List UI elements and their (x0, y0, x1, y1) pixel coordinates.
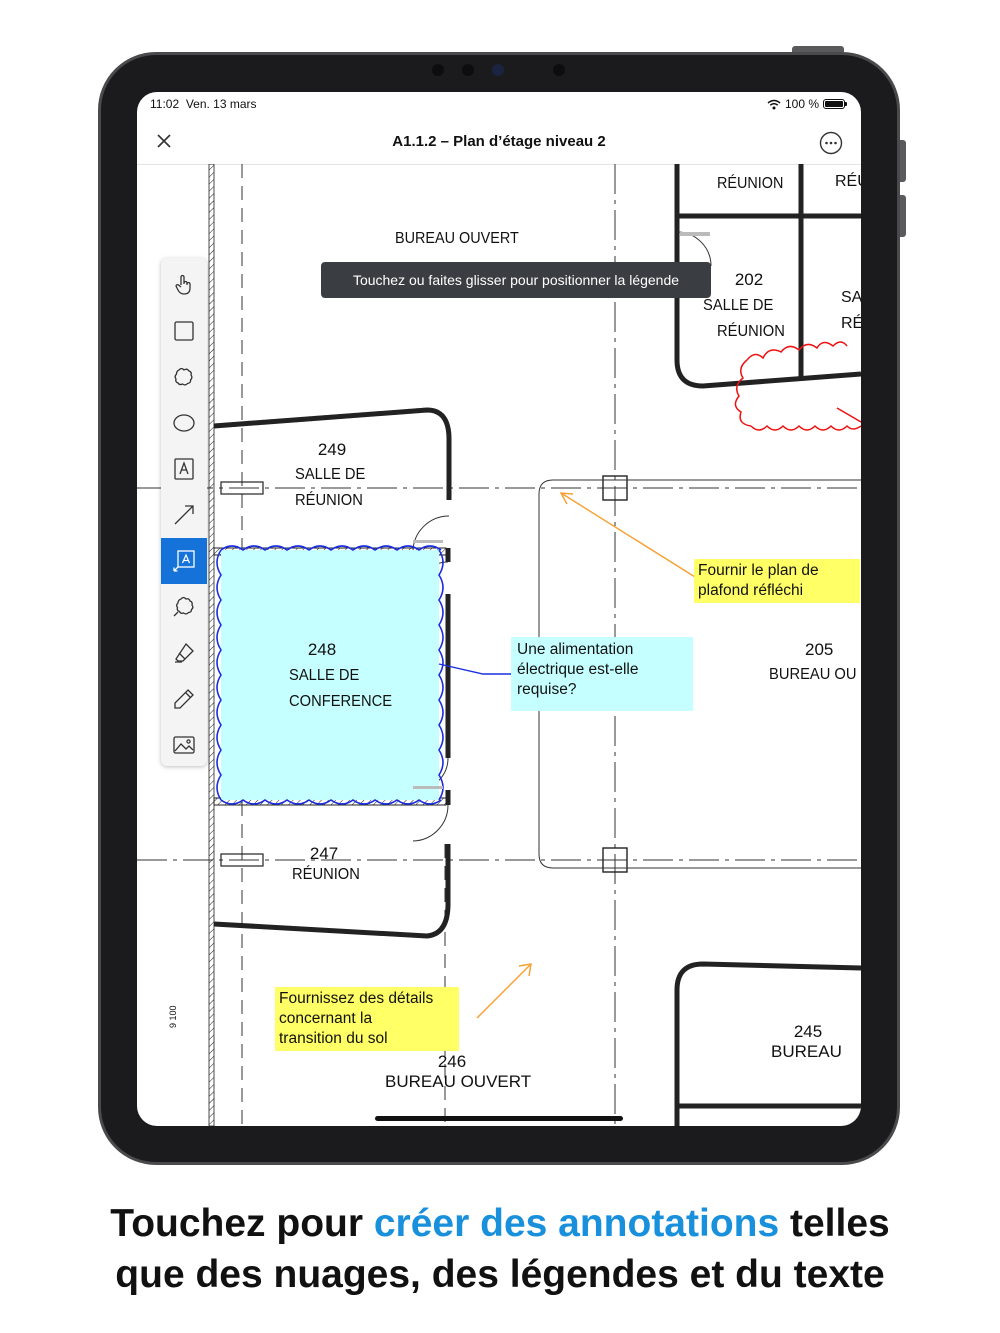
power-button (792, 46, 844, 52)
sensor-dot (553, 64, 565, 76)
floor-plan-canvas[interactable]: BUREAU OUVERT RÉUNION RÉU 202 SALLE DE R… (137, 164, 861, 1126)
volume-up-button (900, 140, 906, 182)
document-title: A1.1.2 – Plan d’étage niveau 2 (392, 133, 606, 150)
ellipse-icon (173, 414, 195, 432)
room-202-number: 202 (734, 270, 764, 289)
caption-line-2: que des nuages, des légendes et du texte (115, 1253, 885, 1296)
room-248-name-2: CONFERENCE (289, 693, 393, 710)
tool-callout[interactable] (161, 538, 207, 584)
cloud-shape-icon (174, 367, 193, 386)
room-246-name: BUREAU OUVERT (385, 1072, 532, 1091)
room-247-name: RÉUNION (292, 866, 360, 883)
dimension-label: 9 100 (168, 1005, 178, 1028)
room-label: BUREAU OUVERT (395, 230, 519, 247)
battery-icon (823, 99, 847, 109)
caption-line-1: Touchez pour créer des annotations telle… (110, 1202, 890, 1245)
tool-highlighter[interactable] (161, 630, 207, 676)
room-205-name: BUREAU OU (769, 666, 857, 683)
tool-pencil[interactable] (161, 676, 207, 722)
close-icon[interactable] (153, 130, 175, 152)
home-indicator[interactable] (375, 1116, 623, 1121)
room-label: RÉUNION (717, 175, 784, 192)
tool-text[interactable] (161, 446, 207, 492)
volume-down-button (900, 195, 906, 237)
status-bar: 11:02 Ven. 13 mars 100 % (137, 92, 861, 116)
room-248-name: SALLE DE (289, 667, 360, 684)
wifi-icon (767, 99, 781, 109)
image-icon (173, 736, 195, 754)
floor-plan-drawing (137, 164, 861, 1126)
navigation-bar: A1.1.2 – Plan d’étage niveau 2 (137, 116, 861, 165)
tool-image[interactable] (161, 722, 207, 768)
room-249-name-2: RÉUNION (295, 492, 363, 509)
room-248-number: 248 (307, 640, 337, 659)
room-label: RÉU (835, 173, 861, 190)
red-cloud-outline (734, 341, 861, 431)
status-right: 100 % (767, 97, 847, 111)
tool-arrow[interactable] (161, 492, 207, 538)
room-249-number: 249 (317, 440, 347, 459)
text-box-icon (174, 458, 194, 480)
placement-tooltip: Touchez ou faites glisser pour positionn… (321, 262, 711, 298)
sensor-dot (432, 64, 444, 76)
sensor-dot (462, 64, 474, 76)
rectangle-icon (174, 321, 194, 341)
room-249-name: SALLE DE (295, 466, 366, 483)
room-202-name: SALLE DE (703, 297, 774, 314)
tablet-screen: 11:02 Ven. 13 mars 100 % A1.1.2 – Plan d… (137, 92, 861, 1126)
tool-rectangle[interactable] (161, 308, 207, 354)
caption-highlight: créer des annotations (373, 1202, 780, 1245)
pencil-icon (174, 689, 194, 709)
marketing-caption: Touchez pour créer des annotations telle… (0, 1198, 1000, 1300)
callout-icon (173, 550, 195, 572)
battery-percent: 100 % (784, 97, 819, 111)
room-label: SA (841, 289, 861, 306)
arrow-icon (174, 505, 194, 525)
tool-ellipse[interactable] (161, 400, 207, 446)
status-time: 11:02 Ven. 13 mars (150, 97, 257, 111)
room-247-number: 247 (309, 844, 339, 863)
cloud-callout-icon (173, 596, 194, 617)
room-245-number: 245 (793, 1022, 823, 1041)
hand-pointer-icon (175, 274, 191, 295)
more-options-icon[interactable] (819, 131, 843, 155)
tool-cloud[interactable] (161, 354, 207, 400)
room-246-number: 246 (437, 1052, 467, 1071)
room-label: RÉ (841, 315, 861, 332)
room-202-name-2: RÉUNION (717, 323, 785, 340)
room-205-number: 205 (805, 640, 834, 659)
annotation-toolbar (161, 258, 207, 766)
highlighter-icon (175, 642, 194, 663)
blue-cloud-outline (216, 545, 444, 805)
tool-cloud-callout[interactable] (161, 584, 207, 630)
camera-lens (492, 64, 504, 76)
tool-select[interactable] (161, 262, 207, 308)
room-245-name: BUREAU (771, 1042, 842, 1061)
